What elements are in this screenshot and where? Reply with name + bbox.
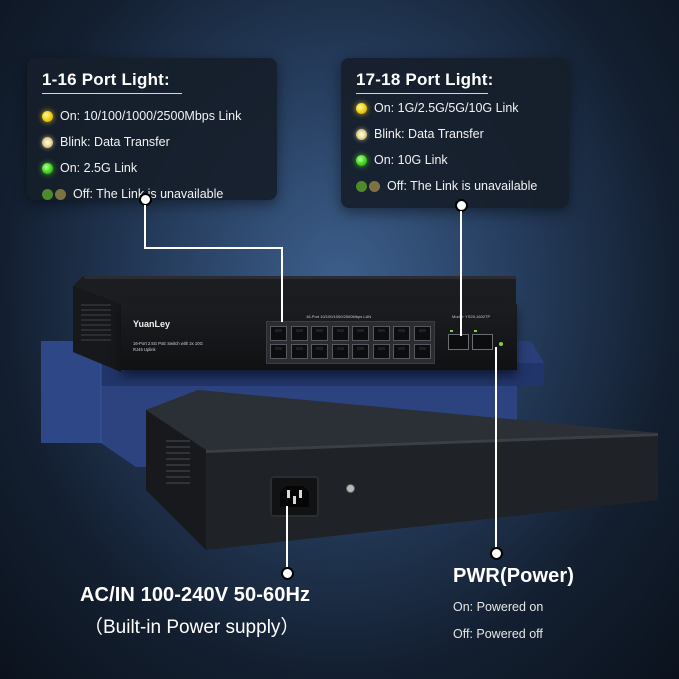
blinking-led-icon	[42, 136, 53, 148]
legend-text: On: 10G Link	[374, 153, 448, 167]
blinking-led-icon	[356, 128, 367, 140]
callout-pin	[281, 567, 294, 580]
green-led-icon	[42, 162, 53, 174]
legend-row: On: 1G/2.5G/5G/10G Link	[356, 98, 519, 118]
ac-input-label: AC/IN 100-240V 50-60Hz	[80, 584, 311, 606]
legend-text: On: 2.5G Link	[60, 161, 138, 175]
rj45-port	[290, 326, 308, 341]
switch-side-vent	[73, 286, 121, 372]
callout-line	[144, 205, 146, 249]
rj45-port	[413, 344, 431, 359]
callout-line	[495, 347, 497, 549]
port-light-legend-17-18: 17-18 Port Light: On: 1G/2.5G/5G/10G Lin…	[341, 58, 569, 208]
rj45-port	[311, 326, 328, 341]
uplink-led-icon	[474, 330, 477, 332]
rj45-port	[331, 344, 349, 359]
rj45-port	[311, 344, 328, 359]
ground-screw-icon	[346, 484, 355, 493]
legend-row: On: 2.5G Link	[42, 158, 137, 178]
brand-logo: YuanLey	[133, 319, 171, 329]
rj45-port	[331, 326, 349, 341]
divider	[42, 93, 182, 94]
divider	[356, 93, 488, 94]
callout-line	[281, 247, 283, 322]
rj45-port	[290, 344, 308, 359]
legend-text: Off: The Link is unavailable	[387, 179, 538, 193]
off-green-led-icon	[42, 188, 53, 200]
product-description: 16-Port 2.5G PoE Switch with 2x 10G RJ45…	[133, 341, 203, 352]
yellow-led-icon	[356, 102, 367, 114]
ac-power-socket	[270, 476, 319, 517]
uplink-port-17	[448, 334, 469, 350]
rj45-port	[352, 326, 369, 341]
rj45-port	[372, 344, 390, 359]
port-header-label: 16-Port 10/100/1000/2500Mbps LAN	[306, 314, 372, 319]
callout-line	[144, 247, 282, 249]
rj45-port	[270, 344, 287, 359]
callout-pin	[490, 547, 503, 560]
switch-rear-view	[146, 390, 658, 550]
off-green-led-icon	[356, 180, 367, 192]
legend-row: Off: The Link is unavailable	[356, 176, 537, 196]
rj45-port	[372, 326, 390, 341]
pwr-label: PWR(Power)	[453, 565, 574, 587]
switch-front-panel: YuanLey 16-Port 2.5G PoE Switch with 2x …	[121, 304, 517, 370]
legend-row: Blink: Data Transfer	[356, 124, 484, 144]
uplink-port-18	[472, 334, 493, 350]
rj45-port-array	[266, 321, 435, 364]
pwr-off-label: Off: Powered off	[453, 627, 543, 641]
green-led-icon	[356, 154, 367, 166]
pwr-on-label: On: Powered on	[453, 600, 544, 614]
power-led-icon	[499, 342, 503, 346]
callout-line	[460, 211, 462, 336]
legend-text: Blink: Data Transfer	[374, 127, 484, 141]
rj45-port	[270, 326, 287, 341]
rj45-port	[393, 326, 410, 341]
uplink-led-icon	[450, 330, 453, 332]
panel-title: 17-18 Port Light:	[356, 70, 494, 89]
panel-title: 1-16 Port Light:	[42, 70, 170, 89]
rj45-port	[393, 344, 410, 359]
callout-line	[286, 506, 288, 568]
legend-row: On: 10/100/1000/2500Mbps Link	[42, 106, 241, 126]
rj45-port	[413, 326, 431, 341]
off-yellow-led-icon	[55, 188, 66, 200]
model-number: Model: YS25-1602TP	[452, 314, 491, 319]
rj45-port	[352, 344, 369, 359]
port-light-legend-1-16: 1-16 Port Light: On: 10/100/1000/2500Mbp…	[27, 58, 277, 201]
legend-row: On: 10G Link	[356, 150, 448, 170]
off-yellow-led-icon	[369, 180, 380, 192]
ac-input-sublabel: （Built-in Power supply）	[84, 617, 300, 638]
legend-row: Off: The Link is unavailable	[42, 184, 223, 204]
yellow-led-icon	[42, 110, 53, 122]
legend-row: Blink: Data Transfer	[42, 132, 170, 152]
switch-top-surface	[73, 276, 516, 306]
legend-text: On: 1G/2.5G/5G/10G Link	[374, 101, 519, 115]
legend-text: Blink: Data Transfer	[60, 135, 170, 149]
legend-text: On: 10/100/1000/2500Mbps Link	[60, 109, 242, 123]
